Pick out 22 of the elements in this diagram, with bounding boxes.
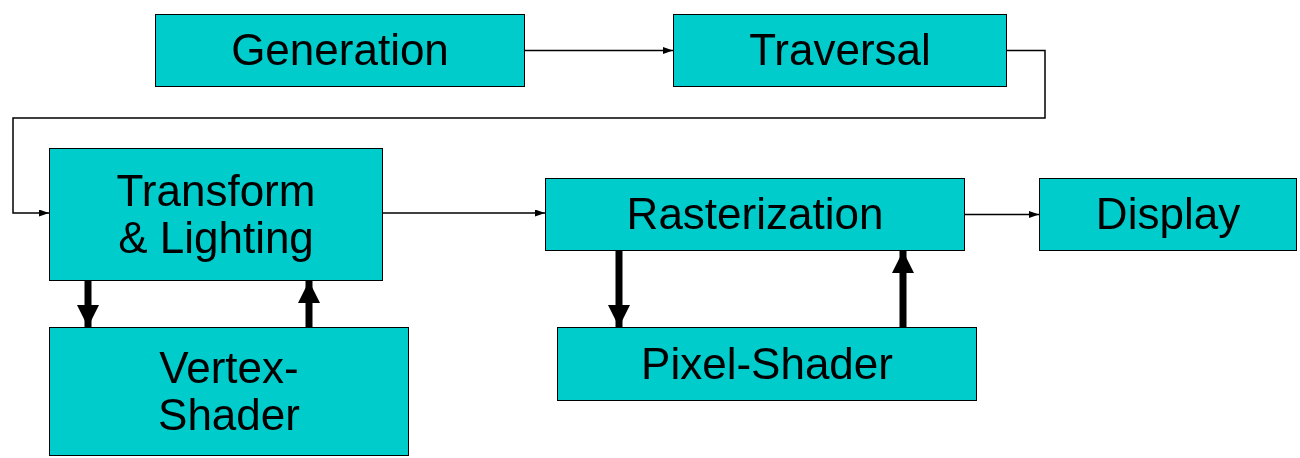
arrow (298, 281, 320, 327)
process-box (1039, 178, 1297, 251)
box-label: Rasterization (626, 191, 884, 238)
process-box (557, 327, 977, 401)
process-box (49, 148, 383, 281)
process-box (49, 327, 409, 456)
process-box (155, 14, 525, 87)
box-label: Transform & Lighting (115, 168, 317, 261)
process-box (673, 14, 1007, 87)
box-label: Generation (231, 27, 449, 74)
box-label: Display (1095, 191, 1241, 238)
arrow (77, 281, 99, 327)
box-label: Pixel-Shader (641, 340, 893, 388)
arrow (524, 47, 674, 54)
box-label: Traversal (749, 27, 931, 74)
process-box (545, 178, 965, 251)
arrow (892, 251, 914, 327)
arrow (964, 211, 1040, 218)
arrow (608, 251, 630, 327)
arrow (382, 209, 546, 217)
arrow (12, 49, 1046, 217)
box-label: Vertex-Shader (157, 345, 301, 438)
